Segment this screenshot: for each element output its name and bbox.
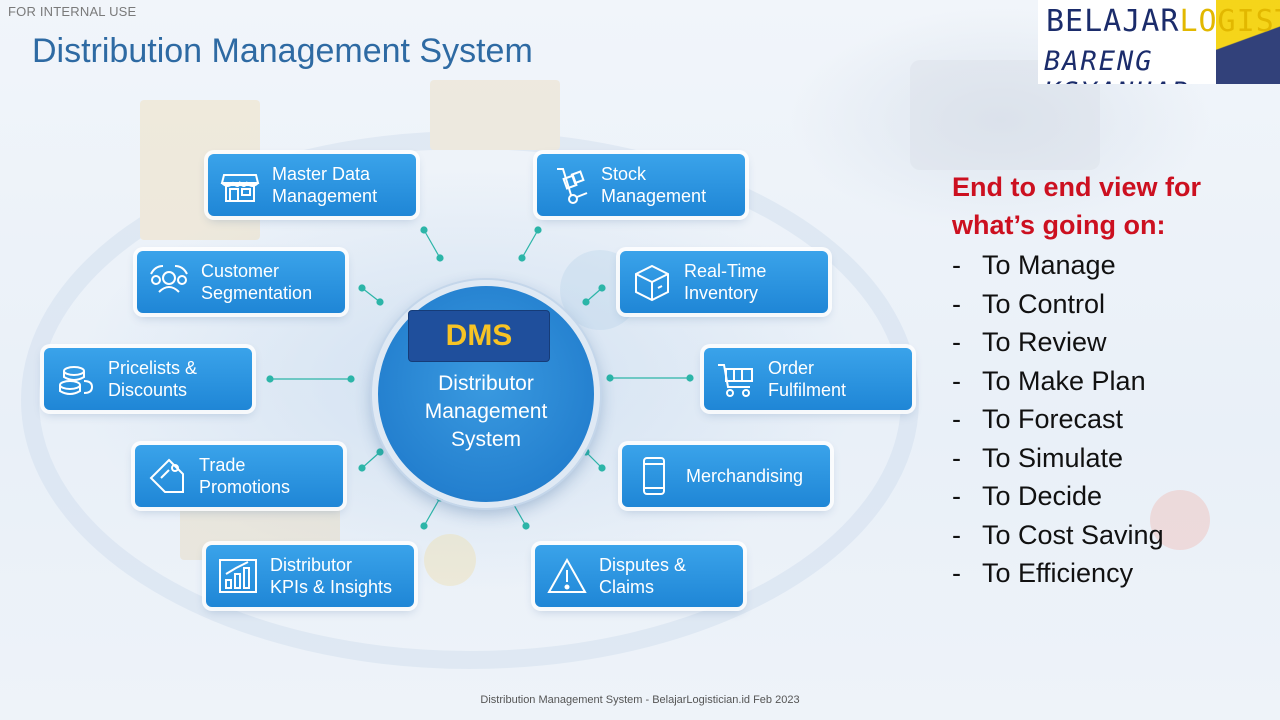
module-label: Master Data Management (272, 164, 378, 206)
connector-dot (686, 374, 694, 382)
connector-line (423, 497, 441, 527)
cart-icon (718, 364, 753, 397)
warning-icon (547, 557, 587, 593)
module-real-time-inventory[interactable]: Real-Time Inventory (620, 251, 828, 313)
hand-truck-icon (557, 168, 588, 204)
connector-dot (376, 448, 384, 456)
bar-chart-icon (219, 559, 257, 593)
connector-line (585, 451, 603, 469)
dms-hub: DMS Distributor Management System (372, 280, 600, 508)
page-title: Distribution Management System (32, 32, 533, 70)
connector-line (361, 287, 381, 303)
logo-line-2: BARENG KSYANUAR (1044, 46, 1188, 84)
connector-line (361, 451, 381, 469)
logo-word-belajar: BELAJAR (1046, 4, 1180, 39)
list-item: -To Cost Saving (952, 519, 1164, 550)
module-label: Customer Segmentation (201, 261, 313, 303)
logo-line-1: BELAJARLOGISTIK (1046, 4, 1280, 39)
list-item: -To Decide (952, 481, 1103, 511)
module-pricelists-discounts[interactable]: Pricelists & Discounts (44, 348, 252, 410)
connector-line (423, 229, 441, 259)
coins-icon (59, 366, 94, 395)
connector-dot (606, 374, 614, 382)
module-label: Trade Promotions (199, 455, 291, 497)
module-customer-segmentation[interactable]: Customer Segmentation (137, 251, 345, 313)
logo-word-logistik: LOGISTIK (1179, 4, 1280, 39)
connector-dot (598, 464, 606, 472)
box-icon (635, 264, 669, 302)
footer-caption: Distribution Management System - Belajar… (480, 694, 800, 706)
logo-stripe (1216, 0, 1280, 84)
list-item: -To Control (952, 288, 1106, 319)
hub-subtitle: Distributor Management System (424, 372, 548, 451)
module-label: Merchandising (686, 466, 804, 486)
connector-dot (358, 284, 366, 292)
connector-dot (598, 284, 606, 292)
module-label: Pricelists & Discounts (108, 358, 198, 400)
module-label: Disputes & Claims (599, 555, 687, 597)
module-distributor-kpis-insights[interactable]: Distributor KPIs & Insights (206, 545, 414, 607)
list-item: -To Review (952, 327, 1107, 357)
connector-line (521, 229, 539, 259)
module-label: Distributor KPIs & Insights (270, 555, 393, 597)
connector-dot (266, 375, 274, 383)
list-item-text: To Manage (982, 250, 1116, 280)
connector-dot (420, 226, 428, 234)
connector-dot (358, 464, 366, 472)
list-item: -To Forecast (952, 404, 1124, 434)
module-master-data-management[interactable]: Master Data Management (208, 154, 416, 216)
module-trade-promotions[interactable]: Trade Promotions (135, 445, 343, 507)
list-item-text: To Review (982, 327, 1107, 357)
module-stock-management[interactable]: Stock Management (537, 154, 745, 216)
tag-icon (149, 458, 184, 493)
list-item-text: To Control (982, 288, 1106, 319)
list-item-text: To Forecast (982, 404, 1124, 434)
list-item: -To Manage (952, 250, 1116, 280)
connector-dot (436, 254, 444, 262)
user-segment-icon (150, 265, 188, 293)
module-order-fulfilment[interactable]: Order Fulfilment (704, 348, 912, 410)
store-icon (220, 174, 260, 202)
list-item-text: To Make Plan (982, 365, 1146, 396)
module-label: Real-Time Inventory (684, 261, 767, 303)
module-label: Stock Management (601, 164, 707, 206)
phone-icon (643, 457, 665, 495)
connector-dot (534, 226, 542, 234)
connector-dot (582, 298, 590, 306)
purpose-heading: End to end view for what’s going on: (952, 172, 1202, 240)
module-disputes-claims[interactable]: Disputes & Claims (535, 545, 743, 607)
purpose-list: -To Manage -To Control -To Review -To Ma… (952, 246, 1252, 593)
list-item-text: To Cost Saving (982, 519, 1164, 550)
connector-dot (347, 375, 355, 383)
module-label: Order Fulfilment (768, 358, 847, 400)
list-item-text: To Efficiency (982, 558, 1134, 588)
connector-dot (420, 522, 428, 530)
connector-dot (376, 298, 384, 306)
brand-logo: BELAJARLOGISTIK BARENG KSYANUAR (1038, 0, 1280, 84)
module-merchandising[interactable]: Merchandising (622, 445, 830, 507)
dms-badge: DMS (408, 310, 550, 362)
list-item: -To Simulate (952, 442, 1124, 473)
connector-dot (522, 522, 530, 530)
list-item-text: To Simulate (982, 442, 1124, 473)
internal-use-label: FOR INTERNAL USE (8, 4, 137, 19)
list-item: -To Make Plan (952, 365, 1146, 396)
list-item-text: To Decide (982, 481, 1103, 511)
list-item: -To Efficiency (952, 558, 1134, 588)
connector-dot (518, 254, 526, 262)
purpose-panel: End to end view for what’s going on: -To… (952, 168, 1252, 593)
